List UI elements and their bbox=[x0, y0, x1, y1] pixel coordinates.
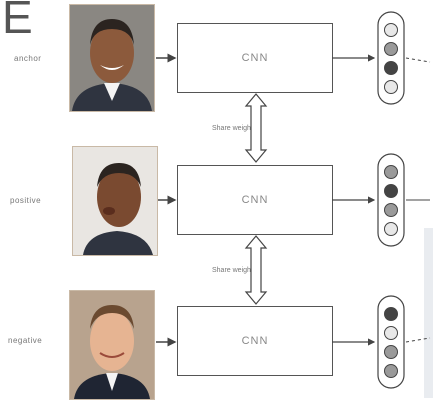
row-label-positive: positive bbox=[10, 196, 42, 205]
output-dash-anchor bbox=[405, 57, 431, 63]
embedding-unit-negative-2 bbox=[384, 326, 398, 340]
cnn-box-negative: CNN bbox=[177, 306, 333, 376]
face-image-anchor bbox=[69, 4, 155, 112]
embedding-capsule-positive bbox=[377, 153, 405, 247]
embedding-unit-anchor-4 bbox=[384, 80, 398, 94]
share-weights-label-top: Share weights bbox=[212, 125, 257, 132]
share-weights-arrow-top bbox=[244, 93, 268, 163]
cnn-label: CNN bbox=[241, 52, 269, 64]
embedding-capsule-anchor bbox=[377, 11, 405, 105]
embedding-unit-anchor-1 bbox=[384, 23, 398, 37]
row-label-negative: negative bbox=[8, 336, 43, 345]
background-strip bbox=[424, 228, 433, 398]
embedding-unit-positive-2 bbox=[384, 184, 398, 198]
embedding-unit-positive-3 bbox=[384, 203, 398, 217]
share-weights-label-bottom: Share weights bbox=[212, 267, 257, 274]
embedding-capsule-negative bbox=[377, 295, 405, 389]
embedding-unit-anchor-2 bbox=[384, 42, 398, 56]
cnn-label: CNN bbox=[241, 335, 269, 347]
embedding-unit-positive-1 bbox=[384, 165, 398, 179]
panel-letter: E bbox=[2, 0, 33, 43]
share-weights-arrow-bottom bbox=[244, 235, 268, 305]
row-label-anchor: anchor bbox=[14, 54, 42, 63]
embedding-unit-negative-4 bbox=[384, 364, 398, 378]
output-dash-negative bbox=[405, 337, 431, 343]
cnn-label: CNN bbox=[241, 194, 269, 206]
embedding-unit-negative-1 bbox=[384, 307, 398, 321]
face-image-positive bbox=[72, 146, 158, 256]
face-image-negative bbox=[69, 290, 155, 400]
embedding-unit-anchor-3 bbox=[384, 61, 398, 75]
embedding-unit-positive-4 bbox=[384, 222, 398, 236]
embedding-unit-negative-3 bbox=[384, 345, 398, 359]
